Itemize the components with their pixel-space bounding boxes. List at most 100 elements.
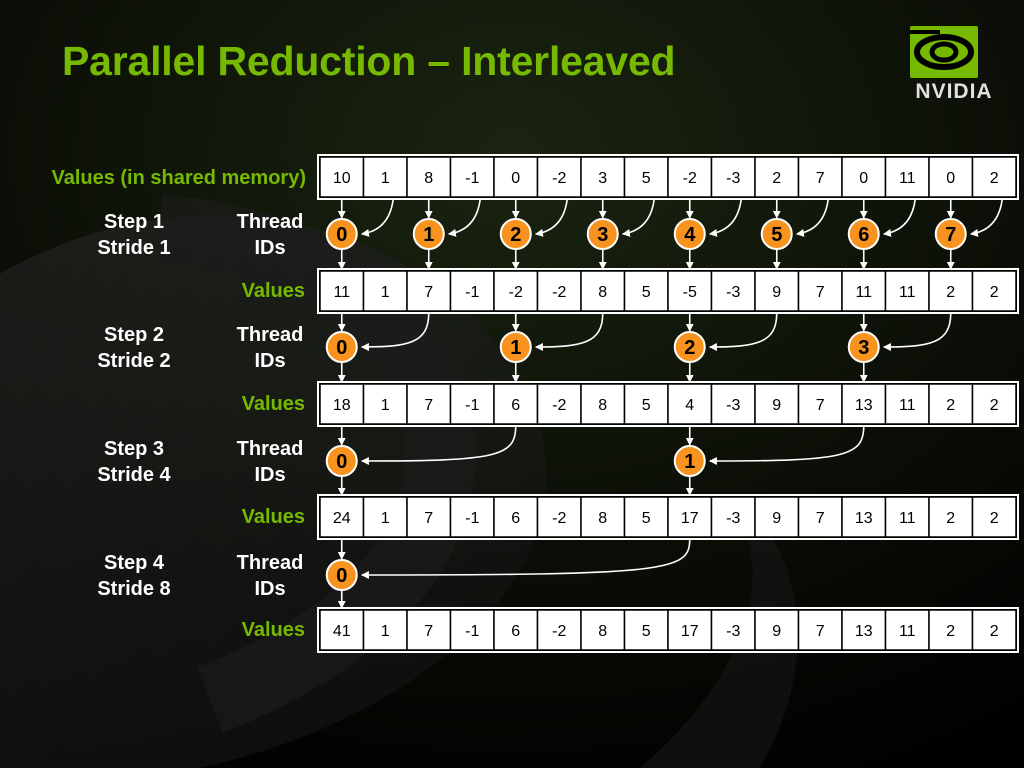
step-label: Step 4: [104, 552, 165, 574]
arrow-curve: [882, 198, 917, 237]
array-cell-value: 1: [381, 170, 390, 187]
array-cell-value: 7: [816, 397, 825, 414]
array-cell-value: 17: [681, 623, 699, 640]
thread-ids-label: IDs: [254, 350, 285, 372]
array-cell: [884, 156, 930, 198]
thread-circle: [325, 445, 358, 477]
arrow-curve: [360, 312, 430, 351]
array-cell-value: 7: [424, 510, 433, 527]
array-cell-value: -2: [509, 284, 523, 301]
array-cell-value: 11: [899, 170, 916, 187]
arrow-curve: [360, 538, 691, 579]
array-cell: [754, 496, 800, 538]
array-cell: [536, 383, 582, 425]
thread-circle: [847, 218, 880, 250]
array-cell: [362, 383, 408, 425]
array-cell: [449, 609, 495, 651]
array-cell: [449, 156, 495, 198]
array-cell: [971, 270, 1017, 312]
thread-id-2: 2: [499, 218, 532, 250]
thread-id-0: 0: [325, 218, 358, 250]
thread-circle: [325, 218, 358, 250]
array-cell-value: 7: [424, 623, 433, 640]
logo-wordmark: NVIDIA: [915, 80, 993, 103]
thread-circle: [673, 445, 706, 477]
array-cell: [797, 609, 843, 651]
array-cell: [362, 609, 408, 651]
thread-circle: [934, 218, 967, 250]
thread-id-6: 6: [847, 218, 880, 250]
thread-id-label: 6: [858, 224, 869, 246]
arrow-curve: [795, 198, 830, 237]
array-cell-value: 1: [381, 623, 390, 640]
thread-id-0: 0: [325, 331, 358, 363]
values-label: Values: [242, 393, 305, 415]
array-cell: [841, 609, 887, 651]
array-cell: [623, 156, 669, 198]
array-cell-value: 2: [772, 170, 781, 187]
array-cell-value: 2: [990, 510, 999, 527]
thread-id-label: 0: [336, 224, 347, 246]
array-cell: [406, 156, 452, 198]
array-cell: [884, 496, 930, 538]
arrow-curve: [447, 198, 482, 237]
array-cell-value: 7: [424, 284, 433, 301]
array-cell: [754, 609, 800, 651]
array-cell-value: 11: [899, 284, 916, 301]
array-cell-value: 11: [333, 284, 350, 301]
arrow-curve: [621, 198, 656, 237]
thread-id-1: 1: [412, 218, 445, 250]
stride-label: Stride 8: [97, 578, 170, 600]
thread-ids-label: Thread: [237, 552, 304, 574]
array-cell-value: 0: [859, 170, 868, 187]
array-cell-value: 24: [333, 510, 351, 527]
array-cell-value: -2: [552, 170, 566, 187]
thread-id-label: 2: [510, 224, 521, 246]
slide-title: Parallel Reduction – Interleaved: [62, 38, 676, 84]
array-cell-value: 7: [424, 397, 433, 414]
thread-id-label: 3: [858, 337, 869, 359]
step-label: Step 2: [104, 324, 164, 346]
array-cell-value: 13: [855, 397, 873, 414]
thread-id-label: 0: [336, 565, 347, 587]
array-cell: [797, 270, 843, 312]
array-cell: [493, 156, 539, 198]
thread-id-label: 7: [945, 224, 956, 246]
array-cell: [797, 156, 843, 198]
array-cell-value: 41: [333, 623, 351, 640]
array-cell-value: 2: [990, 397, 999, 414]
array-cell: [928, 383, 974, 425]
array-cell: [623, 270, 669, 312]
arrow-curve: [534, 198, 569, 237]
arrow-curve: [708, 312, 778, 351]
array-cell-value: 11: [899, 510, 916, 527]
array-cell-value: -3: [726, 170, 740, 187]
array-cell-value: 11: [899, 623, 916, 640]
array-cell-value: -1: [465, 284, 479, 301]
array-cell: [362, 270, 408, 312]
array-cell-value: 11: [899, 397, 916, 414]
thread-id-0: 0: [325, 445, 358, 477]
array-cell: [971, 609, 1017, 651]
array-cell: [623, 609, 669, 651]
thread-id-3: 3: [586, 218, 619, 250]
array-cell: [319, 270, 365, 312]
array-cell: [841, 270, 887, 312]
array-cell: [841, 156, 887, 198]
thread-circle: [673, 218, 706, 250]
thread-id-1: 1: [499, 331, 532, 363]
thread-ids-label: IDs: [254, 237, 285, 259]
values-label: Values: [242, 280, 305, 302]
array-cell-value: -1: [465, 623, 479, 640]
array-cell: [884, 383, 930, 425]
array-cell-value: 6: [511, 510, 520, 527]
array-cell-value: 2: [990, 284, 999, 301]
thread-circle: [673, 331, 706, 363]
